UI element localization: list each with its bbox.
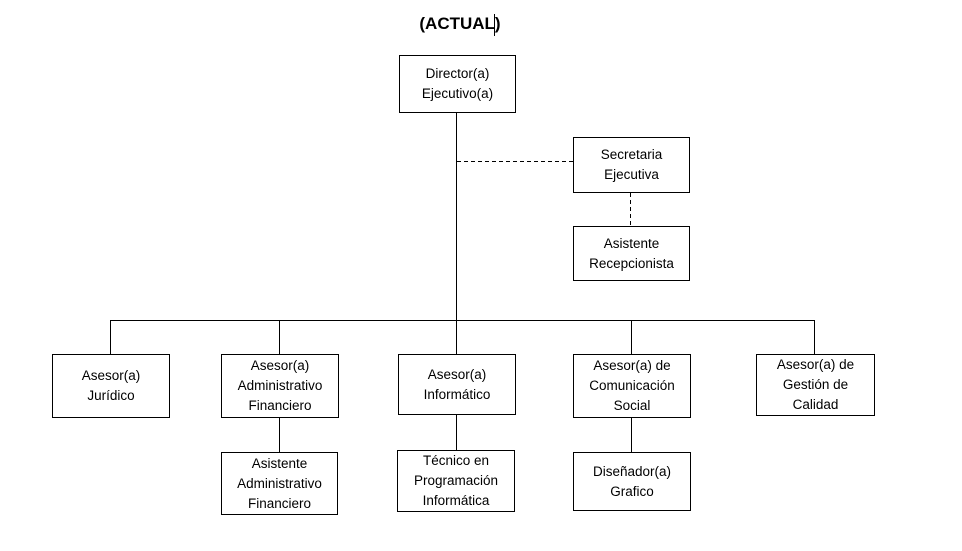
node-asesor-informatico: Asesor(a) Informático (398, 354, 516, 415)
node-disenador-label: Diseñador(a) Grafico (592, 463, 672, 499)
node-director: Director(a) Ejecutivo(a) (399, 55, 516, 113)
text-cursor (494, 14, 495, 36)
node-secretaria: Secretaria Ejecutiva (573, 137, 690, 193)
node-asesor-calidad: Asesor(a) de Gestión de Calidad (756, 354, 875, 416)
node-asistente-recepcionista: Asistente Recepcionista (573, 226, 690, 281)
node-asesor-administrativo: Asesor(a) Administrativo Financiero (221, 354, 339, 418)
node-asesor-comunicacion-label: Asesor(a) de Comunicación Social (589, 358, 675, 413)
node-disenador: Diseñador(a) Grafico (573, 452, 691, 511)
node-asesor-informatico-label: Asesor(a) Informático (423, 366, 491, 402)
node-tecnico-programacion-label: Técnico en Programación Informática (413, 453, 499, 508)
node-asistente-administrativo-label: Asistente Administrativo Financiero (237, 455, 322, 511)
node-asesor-calidad-label: Asesor(a) de Gestión de Calidad (776, 357, 855, 412)
chart-title: (ACTUAL) (419, 14, 501, 33)
node-director-label: Director(a) Ejecutivo(a) (421, 66, 494, 101)
node-asesor-juridico: Asesor(a) Jurídico (52, 354, 170, 418)
node-secretaria-label: Secretaria Ejecutiva (600, 147, 663, 182)
node-asesor-comunicacion: Asesor(a) de Comunicación Social (573, 354, 691, 418)
node-asistente-recepcionista-label: Asistente Recepcionista (589, 235, 674, 271)
node-asesor-administrativo-label: Asesor(a) Administrativo Financiero (237, 358, 323, 413)
node-asistente-administrativo: Asistente Administrativo Financiero (221, 452, 338, 515)
node-tecnico-programacion: Técnico en Programación Informática (397, 450, 515, 512)
node-asesor-juridico-label: Asesor(a) Jurídico (81, 368, 141, 403)
